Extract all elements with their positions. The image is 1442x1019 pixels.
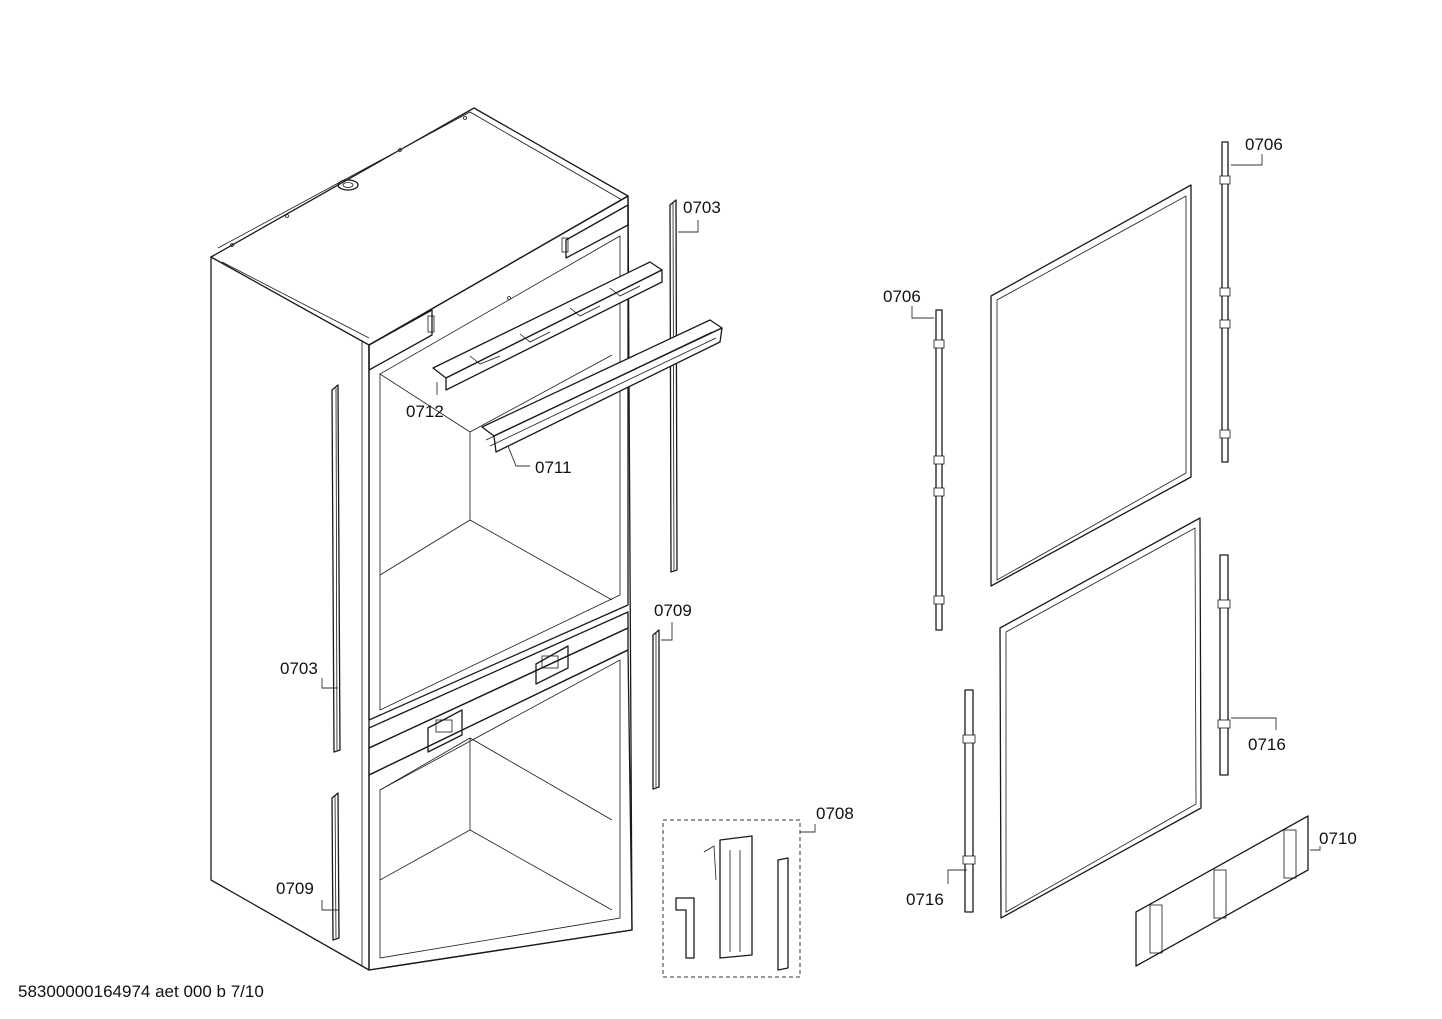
document-code: 58300000164974 aet 000 b 7/10 — [18, 982, 264, 1001]
part-0711 — [481, 319, 723, 453]
label-0709-mid: 0709 — [654, 601, 692, 620]
label-0711: 0711 — [535, 458, 572, 477]
label-0703-left: 0703 — [280, 659, 318, 678]
part-0709-left — [331, 792, 340, 941]
label-0708: 0708 — [816, 804, 854, 823]
part-0706-right — [1219, 141, 1231, 463]
part-labels: 0703 0703 0712 0711 0709 0709 0708 0706 … — [276, 135, 1357, 909]
label-0716-left: 0716 — [906, 890, 944, 909]
door-upper — [990, 184, 1192, 587]
part-0708-kit — [662, 819, 801, 978]
part-0716-left — [962, 689, 976, 913]
label-0712: 0712 — [406, 402, 444, 421]
part-0709-right — [652, 629, 660, 790]
cabinet-body — [210, 107, 633, 971]
part-0703-left — [331, 384, 341, 753]
part-0716-right — [1217, 554, 1231, 776]
leader-lines — [321, 154, 1321, 911]
part-0712 — [432, 261, 663, 391]
door-lower — [999, 517, 1202, 919]
label-0703-top: 0703 — [683, 198, 721, 217]
part-0706-left — [933, 309, 945, 631]
label-0716-right: 0716 — [1248, 735, 1286, 754]
part-0703-right — [669, 199, 678, 573]
label-0710: 0710 — [1319, 829, 1357, 848]
label-0709-left: 0709 — [276, 879, 314, 898]
label-0706-top: 0706 — [1245, 135, 1283, 154]
label-0706-left: 0706 — [883, 287, 921, 306]
part-0710 — [1135, 815, 1309, 967]
